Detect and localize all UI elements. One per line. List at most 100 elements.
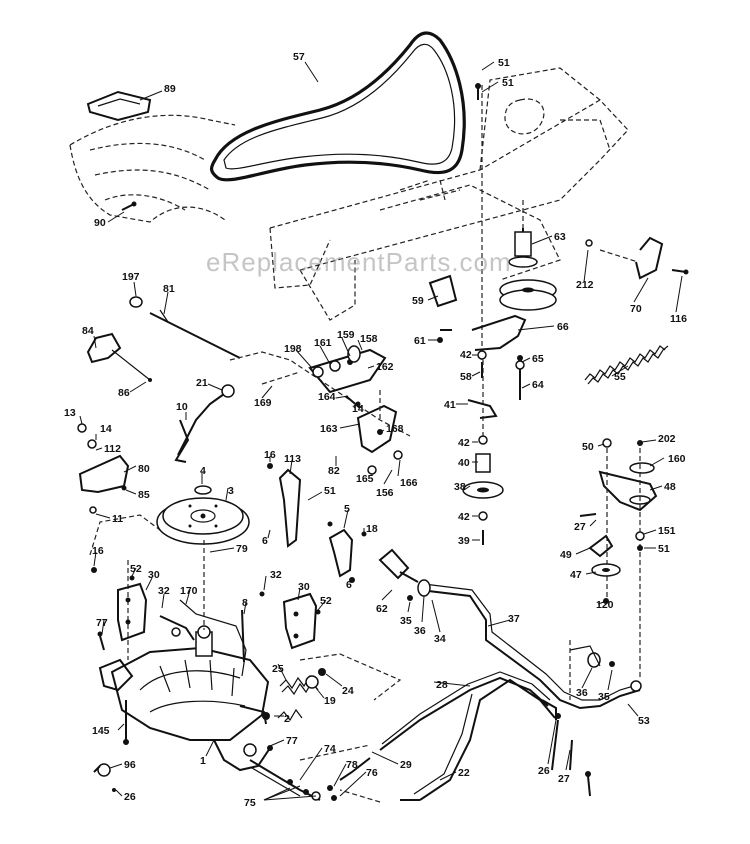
part-label: 62 [376, 603, 388, 615]
part-label: 113 [284, 453, 301, 465]
part-label: 75 [244, 797, 256, 809]
part-label: 16 [264, 449, 276, 461]
part-label: 120 [596, 599, 614, 611]
part-label: 51 [658, 543, 670, 555]
brake-rod-28 [339, 671, 551, 781]
transaxle-1 [98, 625, 271, 772]
part-label: 21 [196, 377, 208, 389]
fuel-cap-89 [86, 90, 152, 122]
bolts-26-27 [541, 699, 591, 797]
part-label: 61 [414, 335, 426, 347]
part-label: 14 [352, 403, 364, 415]
part-label: 116 [670, 313, 687, 325]
part-label: 5 [344, 503, 350, 515]
bracket-70 [599, 236, 689, 280]
idler-bracket-59 [428, 274, 458, 343]
part-label: 10 [176, 401, 188, 413]
part-label: 159 [337, 329, 355, 341]
part-label: 42 [458, 437, 470, 449]
part-label: 38 [454, 481, 466, 493]
fender-outline [69, 114, 236, 223]
spring-25 [262, 668, 326, 722]
part-label: 169 [254, 397, 272, 409]
part-label: 55 [614, 371, 626, 383]
part-label: 78 [346, 759, 358, 771]
rod-170 [179, 599, 247, 677]
drive-belt-57 [210, 31, 466, 182]
part-label: 47 [570, 569, 582, 581]
part-label: 51 [498, 57, 510, 69]
part-label: 37 [508, 613, 520, 625]
pedal-brackets-35-36 [569, 640, 642, 700]
part-labels: 57 51 51 89 90 63 212 70 116 197 81 59 6… [64, 51, 687, 809]
part-label: 3 [228, 485, 234, 497]
part-label: 161 [314, 337, 332, 349]
part-label: 22 [458, 767, 470, 779]
spring-55 [584, 345, 669, 385]
part-label: 51 [324, 485, 336, 497]
part-label: 36 [576, 687, 588, 699]
part-label: 59 [412, 295, 424, 307]
brake-rod-22 [400, 678, 556, 801]
part-label: 89 [164, 83, 176, 95]
part-label: 6 [262, 535, 268, 547]
part-label: 85 [138, 489, 150, 501]
bracket-84-86 [86, 332, 152, 382]
part-label: 70 [630, 303, 642, 315]
idler-pulley-47 [579, 513, 645, 604]
engine-pulley-63 [499, 228, 557, 311]
part-label: 112 [104, 443, 121, 455]
part-label: 39 [458, 535, 470, 547]
idler-arm-66 [471, 314, 527, 351]
part-label: 166 [400, 477, 418, 489]
bracket-113 [267, 463, 302, 548]
part-label: 162 [376, 361, 394, 373]
part-label: 168 [386, 423, 404, 435]
part-label: 35 [598, 691, 610, 703]
part-label: 48 [664, 481, 676, 493]
part-label: 29 [400, 759, 412, 771]
part-label: 145 [92, 725, 110, 737]
part-label: 32 [158, 585, 170, 597]
part-label: 42 [458, 511, 470, 523]
part-label: 202 [658, 433, 676, 445]
part-label: 13 [64, 407, 76, 419]
part-label: 82 [328, 465, 340, 477]
part-label: 50 [582, 441, 594, 453]
part-label: 66 [557, 321, 569, 333]
transaxle-pulley-3 [156, 485, 250, 545]
part-label: 90 [94, 217, 106, 229]
part-label: 96 [124, 759, 136, 771]
part-label: 25 [272, 663, 284, 675]
part-label: 165 [356, 473, 374, 485]
part-label: 27 [574, 521, 586, 533]
cruise-knob-62 [378, 548, 431, 601]
spring-164-14 [345, 395, 361, 409]
shaft-stack-left [477, 350, 525, 400]
part-label: 26 [124, 791, 136, 803]
part-label: 156 [376, 487, 394, 499]
part-label: 77 [96, 617, 108, 629]
part-label: 19 [324, 695, 336, 707]
part-label: 58 [460, 371, 472, 383]
part-label: 28 [436, 679, 448, 691]
leader-lines [79, 61, 683, 801]
part-label: 212 [576, 279, 594, 291]
brake-linkage-158 [261, 345, 387, 394]
part-label: 74 [324, 743, 336, 755]
part-label: 51 [502, 77, 514, 89]
part-label: 197 [122, 271, 140, 283]
part-label: 30 [298, 581, 310, 593]
screw-90 [121, 201, 137, 211]
brake-bracket-163-168 [356, 390, 403, 475]
part-label: 63 [554, 231, 566, 243]
idler-arm-48 [598, 438, 658, 680]
part-label: 80 [138, 463, 150, 475]
clip-77 [97, 631, 105, 651]
clip-212 [585, 239, 593, 247]
part-label: 41 [444, 399, 456, 411]
part-label: 163 [320, 423, 338, 435]
shift-rod-81 [129, 296, 241, 359]
